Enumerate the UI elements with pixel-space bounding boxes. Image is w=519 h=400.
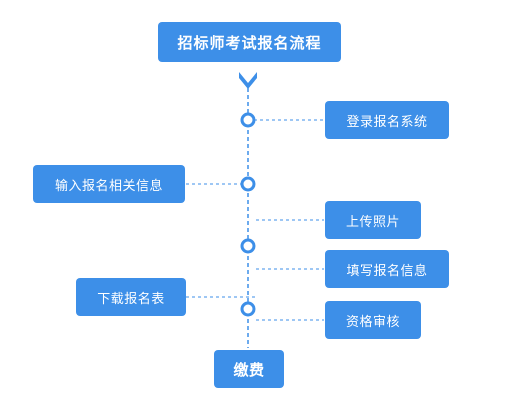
step-login: 登录报名系统	[325, 101, 449, 139]
node-1	[240, 112, 256, 128]
node-3	[240, 238, 256, 254]
step-upload-photo: 上传照片	[325, 201, 421, 239]
step-payment: 缴费	[214, 350, 284, 388]
step-fill-info: 填写报名信息	[325, 250, 449, 288]
step-download-form: 下载报名表	[76, 278, 186, 316]
step-review: 资格审核	[325, 301, 421, 339]
step-input-info: 输入报名相关信息	[33, 165, 185, 203]
chevron-down-icon	[239, 72, 257, 89]
node-2	[240, 176, 256, 192]
flowchart-title: 招标师考试报名流程	[158, 22, 341, 62]
node-4	[240, 301, 256, 317]
